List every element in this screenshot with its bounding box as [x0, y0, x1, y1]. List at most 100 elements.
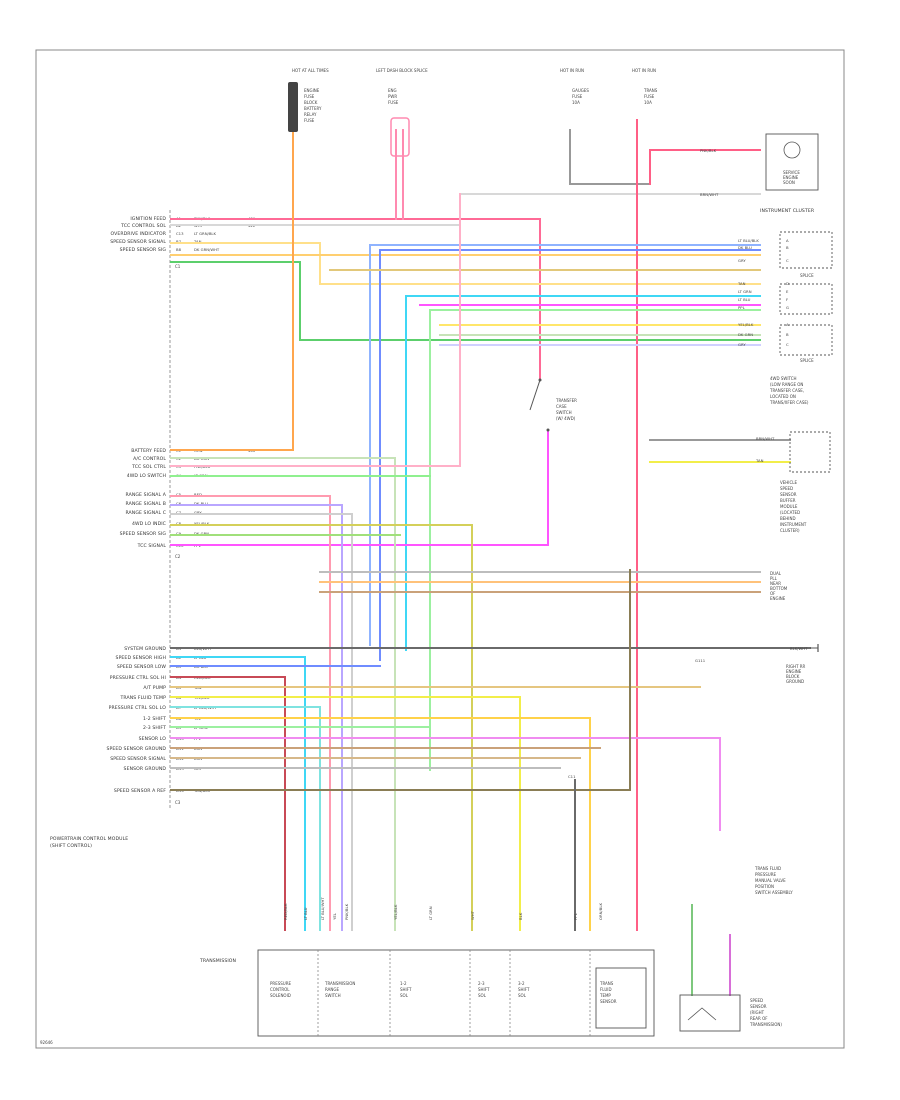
top-block-line: PWR: [388, 94, 397, 99]
tr-switch-label: TRANS/XFER CASE): [769, 400, 809, 405]
ecm-top-wire: TAN: [193, 239, 202, 244]
trans-wire-tag: WHT: [470, 910, 475, 920]
wire-battery-feed: [170, 129, 294, 451]
trans-wire-tag: YEL: [332, 912, 337, 920]
ecm-mid-pin: C6: [176, 501, 182, 506]
ecm-bot-name: PRESSURE CTRL SOL HI: [110, 675, 166, 681]
splice-pin: D: [786, 281, 789, 286]
battery-fuse-connector: [288, 82, 298, 132]
tr-switch-label: LOCATED ON: [770, 394, 796, 399]
ecm-top-name: TCC CONTROL SOL: [120, 223, 166, 229]
splice-box-1: [779, 231, 833, 269]
connector-c3: C3: [175, 800, 181, 805]
ecm-mid-name: 4WD LO SWITCH: [127, 473, 166, 479]
trans-section-caption: SOL: [518, 993, 527, 998]
ecm-bot-name: SPEED SENSOR HIGH: [116, 655, 166, 661]
trans-wire-tag: LT GRN: [428, 906, 433, 920]
speed-sensor-label: REAR OF: [750, 1016, 768, 1021]
vss-wire: BRN/WHT: [756, 436, 775, 441]
tcc-switch: [529, 378, 550, 432]
ecm-bot-name: 2-3 SHIFT: [143, 725, 166, 731]
wire-vss-ref: [170, 569, 631, 791]
splice-wire: LT GRN: [738, 289, 752, 294]
trans-wire-tag: PNK/BLK: [344, 903, 349, 920]
splice-wire: DK GRN: [738, 332, 753, 337]
4wd-switch-box: [789, 431, 831, 473]
wire-4wd-indic: [170, 524, 473, 931]
ecm-top-pin: C13: [176, 231, 184, 236]
ecm-mid-pin: C7: [176, 510, 182, 515]
ground-wire: BLK/WHT: [790, 646, 808, 651]
top-block-line: ENG: [388, 88, 397, 93]
transmission-box: [257, 949, 655, 1037]
trans-section-caption: TEMP: [599, 993, 611, 998]
speed-sensor-label: (RIGHT: [750, 1010, 765, 1015]
splice-pin: G: [786, 305, 789, 310]
ecm-bot-name: SPEED SENSOR A REF: [114, 788, 166, 794]
tcc-switch-label: SWITCH: [556, 410, 572, 415]
splice-wire: GRY: [738, 258, 746, 263]
ground-symbol: [810, 644, 819, 652]
splice-wire: GRY: [738, 342, 746, 347]
ecm-top-wire: LT GRN/BLK: [194, 231, 217, 236]
trans-section-caption: SWITCH: [325, 993, 341, 998]
cluster-wire: PNK/BLK: [700, 148, 717, 153]
tr-switch-label: 4WD SWITCH: [770, 376, 797, 381]
ecm-mid-name: BATTERY FEED: [131, 448, 166, 454]
trans-section-caption: 3-2: [518, 981, 525, 986]
ecm-mid-name: RANGE SIGNAL C: [125, 510, 166, 516]
trans-section-caption: CONTROL: [270, 987, 290, 992]
top-block-title: LEFT DASH BLOCK SPLICE: [376, 68, 428, 73]
top-block-line: 10A: [644, 100, 652, 105]
ecm-top-name: IGNITION FEED: [130, 216, 166, 222]
wire-tcc-control: [170, 193, 761, 226]
splice-pin: F: [786, 297, 788, 302]
vss-wire: TAN: [755, 458, 764, 463]
trans-wire-tag: RED/BLK: [283, 903, 288, 920]
trans-section-caption: 2-3: [478, 981, 485, 986]
ground-label: ENGINE: [786, 669, 802, 674]
cluster-inner: ENGINE: [783, 175, 799, 180]
ecm-bot-name: SENSOR LO: [139, 736, 167, 742]
trans-section-caption: SHIFT: [478, 987, 490, 992]
instrument-cluster-box: [765, 133, 819, 191]
wire-ac-control: [170, 457, 396, 931]
speed-sensor-label: TRANSMISSION): [749, 1022, 782, 1027]
wire-cluster-feed: [649, 149, 761, 185]
splice-box-2: [779, 283, 833, 315]
figure-id: 92646: [40, 1040, 53, 1045]
ecm-mid-pin: C8: [176, 521, 182, 526]
wire-od-indicator: [170, 242, 761, 285]
g-label: G111: [695, 658, 706, 663]
tcc-switch-label: TRANSFER: [555, 398, 577, 403]
top-block-line: ENGINE: [304, 88, 320, 93]
ecm-bot-name: SPEED SENSOR LOW: [117, 664, 166, 670]
pressure-switch-label: POSITION: [755, 884, 774, 889]
ecm-top-wire: DK GRN/WHT: [194, 247, 220, 252]
splice-label: SPLICE: [800, 273, 814, 278]
ecm-mid-name: TCC SIGNAL: [137, 543, 167, 549]
wire-1-2-shift: [170, 717, 591, 931]
trans-section-caption: SOL: [400, 993, 409, 998]
ecm-bot-name: TRANS FLUID TEMP: [120, 695, 167, 701]
wire-lt-blu: [405, 295, 761, 651]
top-block-line: TRANS: [643, 88, 658, 93]
pressure-switch-label: PRESSURE: [755, 872, 777, 877]
ecm-title: POWERTRAIN CONTROL MODULE: [50, 836, 128, 842]
ecm-bot-name: SENSOR GROUND: [124, 766, 167, 772]
splice-pin: B: [786, 245, 789, 250]
check-engine-icon: [783, 141, 801, 159]
vss-label: MODULE: [780, 504, 798, 509]
ecm-mid-wire: YEL/BLK: [194, 521, 210, 526]
trans-section-caption: SOL: [478, 993, 487, 998]
wires: [170, 119, 811, 996]
vss-location: BOTTOM: [770, 586, 788, 591]
top-block-title: HOT IN RUN: [632, 68, 656, 73]
trans-section-caption: SENSOR: [600, 999, 617, 1004]
tcc-switch-label: CASE: [556, 404, 567, 409]
ecm-mid-name: TCC SOL CTRL: [131, 464, 166, 470]
tft-sensor-box: [595, 967, 647, 1029]
trans-wire-tag: LT BLU/WHT: [320, 897, 325, 920]
wire-tft: [170, 696, 521, 931]
